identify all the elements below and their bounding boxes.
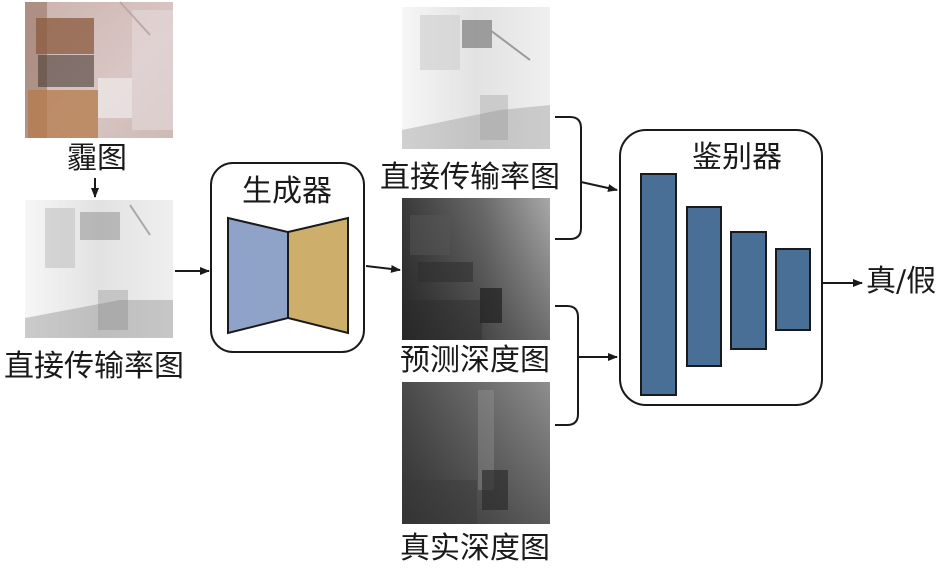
discriminator-layer-1 [640,173,677,396]
discriminator-layer-4 [775,248,811,331]
haze-image [25,1,173,138]
haze-image-label: 霾图 [67,141,127,176]
true-depth-map [402,382,550,524]
real-fake-output-label: 真/假 [866,264,937,299]
discriminator-layer-2 [686,206,722,367]
generator-block [210,162,365,353]
bracket-lower [555,305,579,426]
transmission-map-top [402,7,550,149]
decoder-shape [287,216,349,335]
encoder-shape [227,216,289,335]
discriminator-label: 鉴别器 [692,140,782,175]
bracket-upper [555,116,582,240]
predicted-depth-map-label: 预测深度图 [400,343,550,378]
transmission-map-left-label: 直接传输率图 [4,349,184,384]
transmission-map-left [25,200,173,338]
arrow-upper-to-discriminator [580,181,618,192]
predicted-depth-map [402,198,550,340]
discriminator-layer-3 [730,231,767,350]
connectors [91,116,863,426]
arrow-generator-to-depth [365,264,401,273]
transmission-map-top-label: 直接传输率图 [380,160,560,195]
true-depth-map-label: 真实深度图 [400,531,550,566]
generator-label: 生成器 [242,174,332,209]
discriminator-block [619,129,823,406]
